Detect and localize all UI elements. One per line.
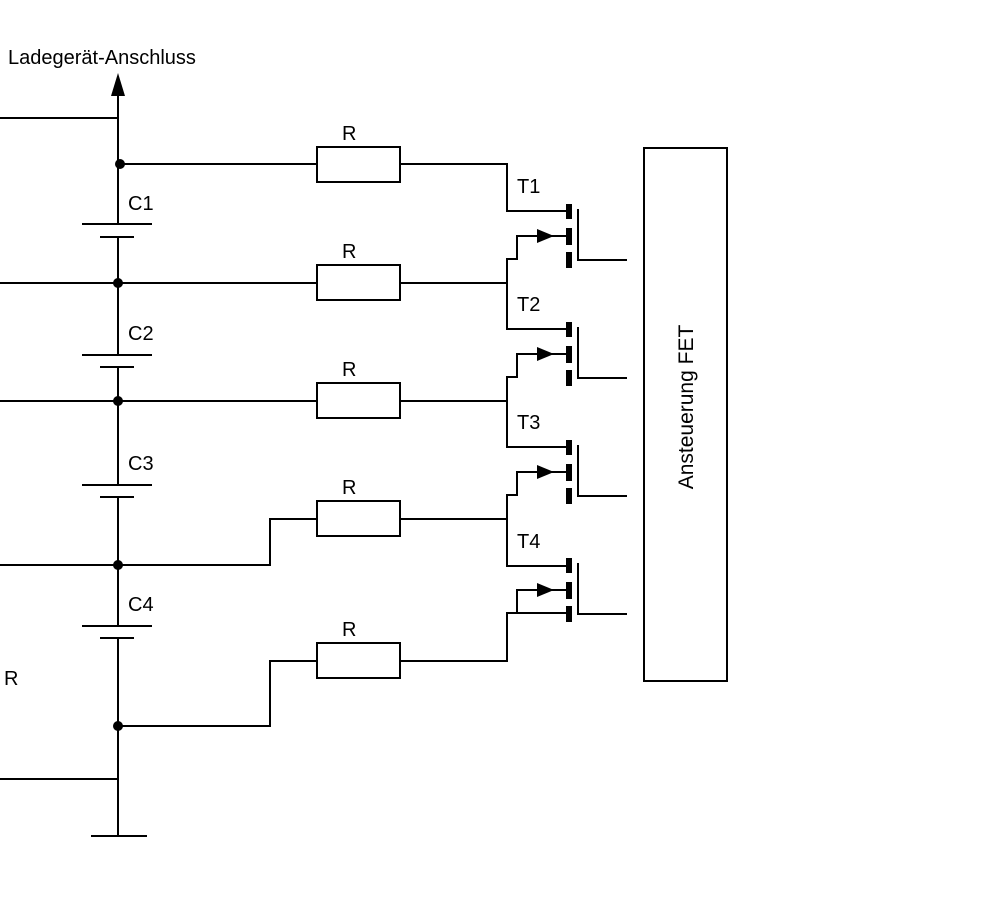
- capacitor-label: C1: [128, 193, 154, 215]
- fet-controller-label: Ansteuerung FET: [675, 325, 698, 490]
- resistor-branch-3: [117, 382, 508, 419]
- capacitor-label: C2: [128, 323, 154, 345]
- resistor-label: R: [342, 477, 356, 499]
- transistor-t1: [506, 204, 627, 268]
- transistor-label: T4: [517, 531, 540, 553]
- charger-connection-arrow: [111, 73, 125, 119]
- transistor-label: T3: [517, 412, 540, 434]
- capacitor-c1: [82, 223, 152, 238]
- resistor-branch-1: [119, 146, 568, 212]
- resistor-label: R: [342, 359, 356, 381]
- capacitor-c3: [82, 484, 152, 498]
- charger-connection-label: Ladegerät-Anschluss: [8, 47, 196, 69]
- capacitor-c2: [82, 354, 152, 368]
- transistor-t4: [506, 558, 627, 622]
- left-wires: [0, 117, 119, 780]
- resistor-label: R: [342, 619, 356, 641]
- capacitor-c4: [82, 625, 152, 639]
- capacitor-label: C3: [128, 453, 154, 475]
- fet-controller-block: [643, 147, 728, 682]
- transistor-t3: [506, 440, 627, 504]
- capacitor-label: C4: [128, 594, 154, 616]
- resistor-label: R: [342, 241, 356, 263]
- resistor-label: R: [342, 123, 356, 145]
- transistor-label: T2: [517, 294, 540, 316]
- transistor-links: [506, 258, 568, 567]
- side-resistor-label: R: [4, 668, 18, 690]
- transistor-label: T1: [517, 176, 540, 198]
- resistor-branch-5: [117, 612, 568, 727]
- transistor-t2: [506, 322, 627, 386]
- resistor-branch-4: [117, 500, 508, 566]
- resistor-branch-2: [117, 264, 508, 301]
